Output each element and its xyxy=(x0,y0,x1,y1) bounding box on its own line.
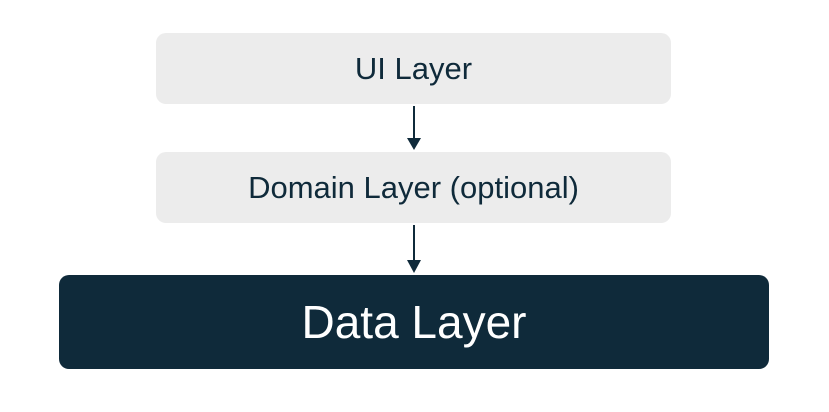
domain-layer-box: Domain Layer (optional) xyxy=(156,152,671,223)
ui-to-domain-arrow xyxy=(404,104,424,152)
data-layer-label: Data Layer xyxy=(301,296,527,348)
ui-layer-label: UI Layer xyxy=(354,50,473,86)
domain-to-data-arrow xyxy=(404,223,424,275)
data-layer-box: Data Layer xyxy=(59,275,769,369)
domain-layer-label: Domain Layer (optional) xyxy=(248,169,579,205)
ui-layer-box: UI Layer xyxy=(156,33,671,104)
